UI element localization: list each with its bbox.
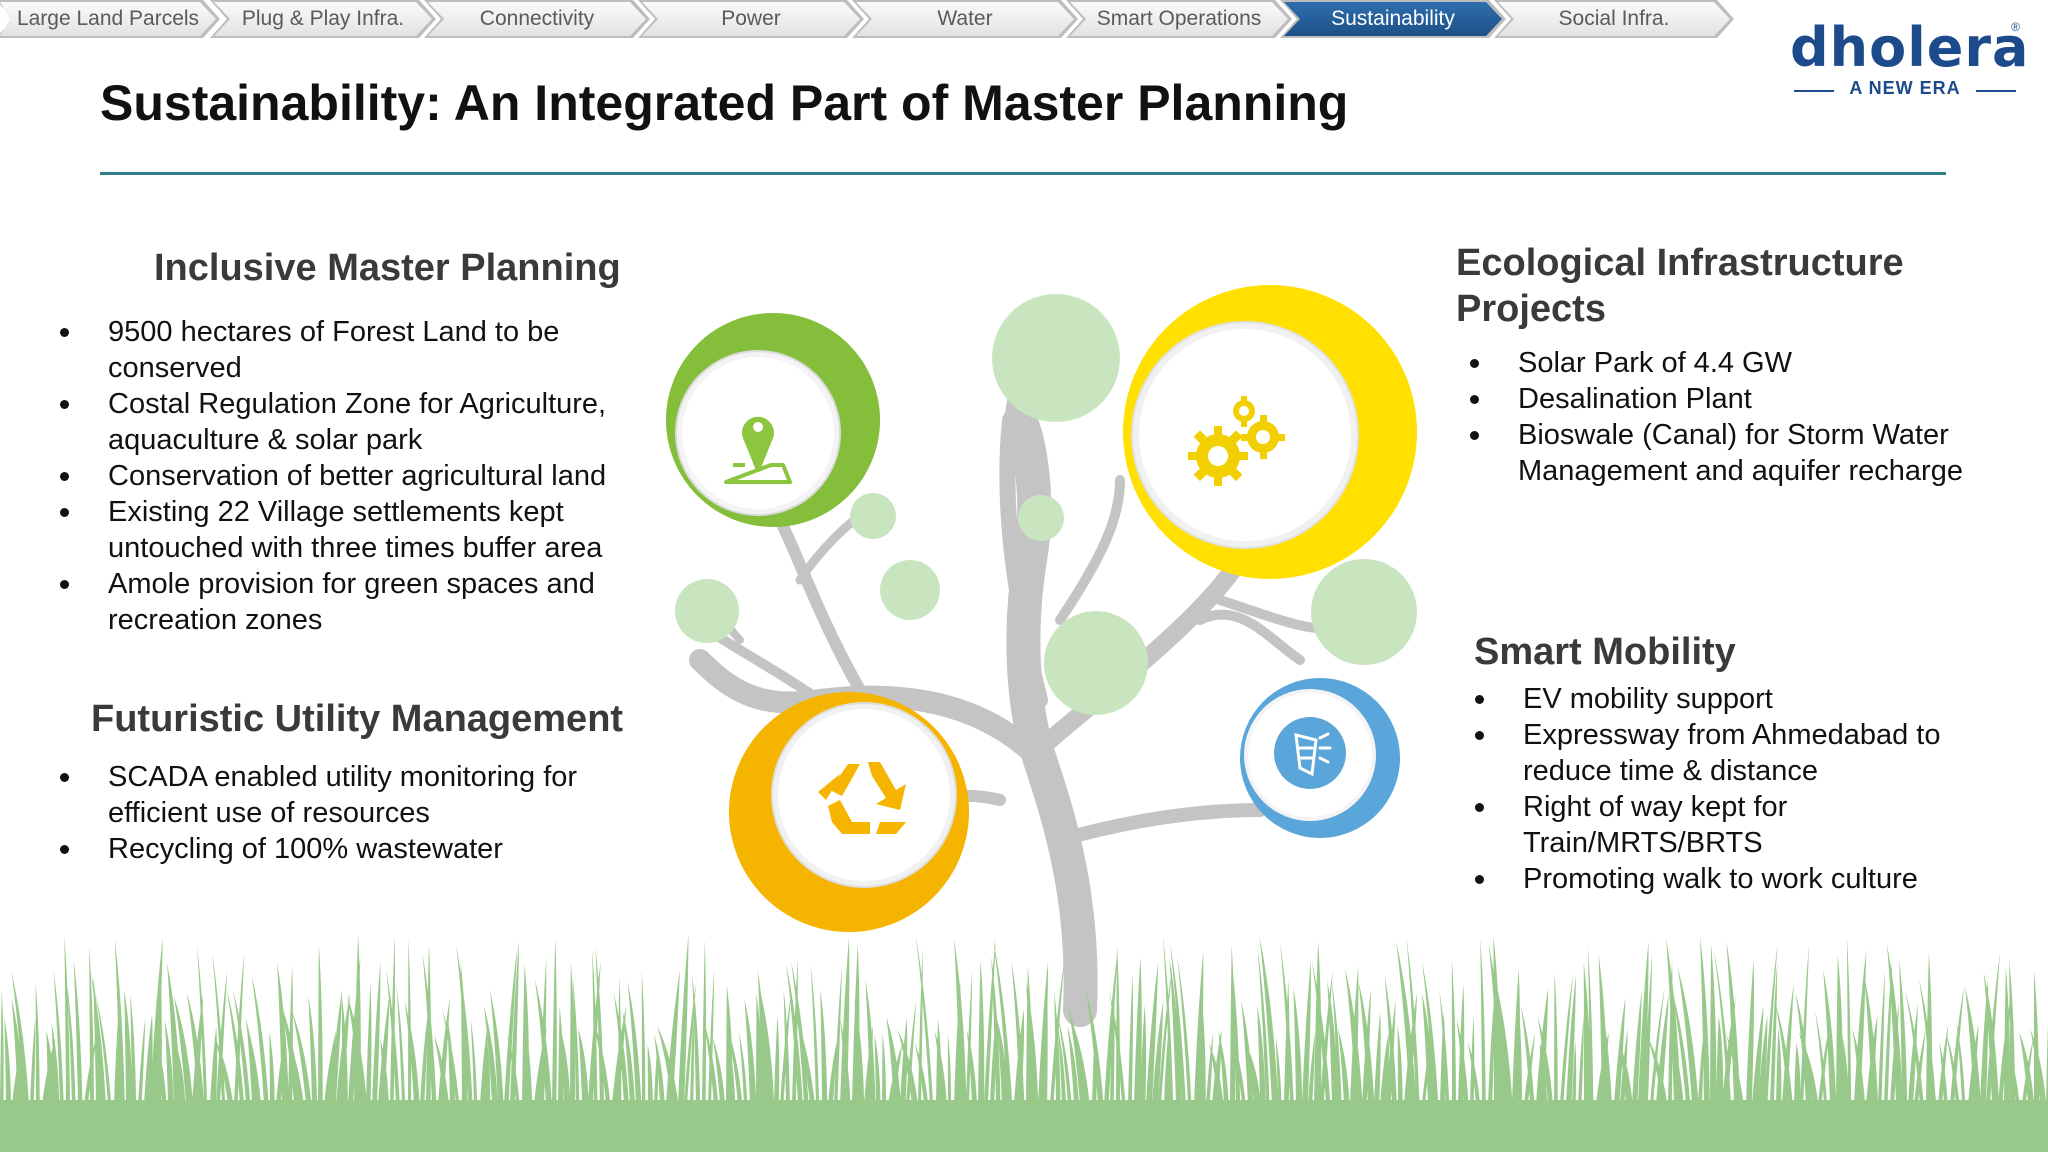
grass-base [0,1100,2048,1152]
vehicle-icon [1294,732,1332,777]
list-item: Conservation of better agricultural land [60,458,650,494]
list-item: Right of way kept for Train/MRTS/BRTS [1475,789,1975,861]
tab-connectivity[interactable]: Connectivity [428,2,646,36]
recycle-icon [818,762,906,834]
list-item: 9500 hectares of Forest Land to be conse… [60,314,650,386]
logo-registered-mark: ® [2011,20,2020,34]
logo-wordmark: dholera [1790,16,2030,79]
logo-rule-right [1976,90,2016,92]
ecological-projects-heading: Ecological Infrastructure Projects [1456,242,1904,330]
logo-tagline: A NEW ERA [1849,78,1961,98]
tab-plug-play-infra[interactable]: Plug & Play Infra. [214,2,432,36]
smart-mobility-list: EV mobility support Expressway from Ahme… [1475,681,1975,897]
tab-social-infra[interactable]: Social Infra. [1498,2,1730,36]
inclusive-planning-list: 9500 hectares of Forest Land to be conse… [60,314,650,638]
gears-icon [1188,396,1285,486]
list-item: SCADA enabled utility monitoring for eff… [60,759,620,831]
smart-mobility-heading: Smart Mobility [1474,631,1736,673]
grass-blades [0,934,2048,1104]
utility-management-heading: Futuristic Utility Management [91,698,624,740]
inclusive-planning-heading: Inclusive Master Planning [154,247,621,289]
map-pin-icon [724,416,792,484]
list-item: Bioswale (Canal) for Storm Water Managem… [1470,417,2000,489]
section-nav: Large Land Parcels Plug & Play Infra. Co… [0,0,1740,40]
list-item: Promoting walk to work culture [1475,861,1975,897]
utility-management-list: SCADA enabled utility monitoring for eff… [60,759,620,867]
tab-power[interactable]: Power [642,2,860,36]
title-divider [100,172,1946,175]
list-item: Costal Regulation Zone for Agriculture, … [60,386,650,458]
list-item: EV mobility support [1475,681,1975,717]
tab-water[interactable]: Water [856,2,1074,36]
tab-large-land-parcels[interactable]: Large Land Parcels [0,2,216,36]
grass-blade-path [0,934,2048,1104]
tree-leaves [675,294,1417,715]
page-title: Sustainability: An Integrated Part of Ma… [100,75,1349,131]
list-item: Existing 22 Village settlements kept unt… [60,494,650,566]
list-item: Solar Park of 4.4 GW [1470,345,2000,381]
logo-rule-left [1794,90,1834,92]
list-item: Expressway from Ahmedabad to reduce time… [1475,717,1975,789]
orange-feature-circle [729,692,969,932]
list-item: Desalination Plant [1470,381,2000,417]
dholera-logo: dholera ® A NEW ERA [1790,16,2030,99]
list-item: Amole provision for green spaces and rec… [60,566,650,638]
tab-sustainability[interactable]: Sustainability [1284,2,1502,36]
tab-smart-operations[interactable]: Smart Operations [1070,2,1288,36]
list-item: Recycling of 100% wastewater [60,831,620,867]
ecological-projects-list: Solar Park of 4.4 GW Desalination Plant … [1470,345,2000,489]
